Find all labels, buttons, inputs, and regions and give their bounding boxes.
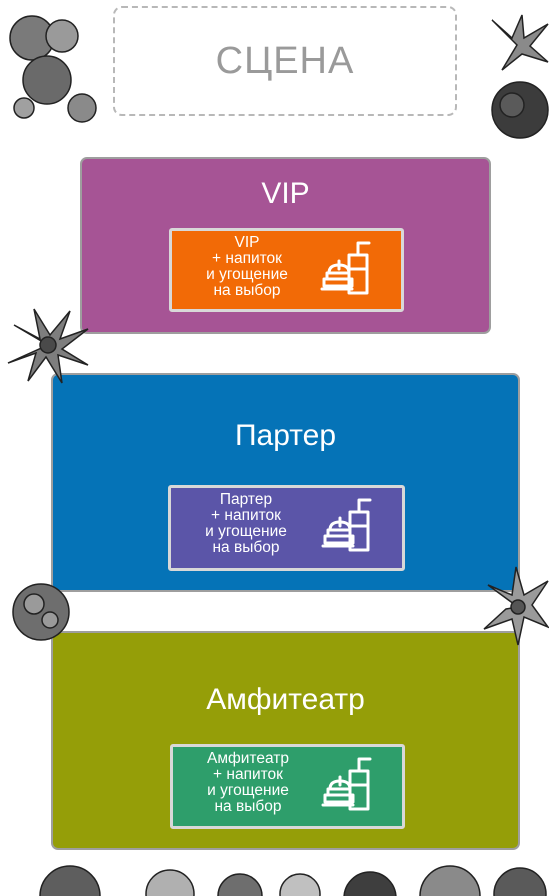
ticket-vip-text: VIP + напиток и угощение на выбор: [172, 235, 322, 299]
ticket-amphitheatre-text: Амфитеатр + напиток и угощение на выбор: [173, 751, 323, 815]
ticket-amphitheatre-line3: и угощение: [207, 782, 289, 799]
ticket-amphitheatre-line1: Амфитеатр: [207, 750, 289, 767]
ticket-amphitheatre[interactable]: Амфитеатр + напиток и угощение на выбор: [170, 744, 405, 829]
plant-icon: [483, 566, 549, 646]
zone-parter[interactable]: Партер Партер + напиток и угощение на вы…: [51, 373, 520, 592]
zone-amphitheatre[interactable]: Амфитеатр Амфитеатр + напиток и угощение…: [51, 631, 520, 850]
drink-and-food-icon: [321, 498, 372, 552]
ticket-amphitheatre-line2: + напиток: [213, 766, 283, 783]
ticket-parter-line1: Партер: [219, 491, 273, 508]
plant-icon: [491, 14, 549, 139]
plant-icon: [9, 15, 97, 123]
ticket-parter-line2: + напиток: [211, 507, 281, 524]
plant-icon: [12, 583, 70, 641]
stage-area: СЦЕНА: [113, 6, 457, 116]
zone-parter-title: Партер: [234, 419, 337, 452]
ticket-parter-line3: и угощение: [205, 523, 287, 540]
drink-and-food-icon: [321, 757, 372, 811]
tree-icon: [39, 865, 547, 896]
ticket-vip-line2: + напиток: [212, 250, 282, 267]
zone-amphitheatre-title: Амфитеатр: [206, 683, 365, 716]
ticket-vip-line4: на выбор: [213, 282, 281, 299]
ticket-amphitheatre-line4: на выбор: [214, 798, 282, 815]
ticket-vip-line3: и угощение: [206, 266, 288, 283]
stage-label: СЦЕНА: [215, 39, 355, 82]
zone-vip[interactable]: VIP VIP + напиток и угощение на выбор: [80, 157, 491, 334]
plant-icon: [7, 308, 89, 384]
zone-vip-title: VIP: [261, 177, 310, 210]
ticket-vip-line1: VIP: [234, 234, 260, 251]
ticket-parter-text: Партер + напиток и угощение на выбор: [171, 492, 321, 556]
drink-and-food-icon: [320, 241, 371, 295]
ticket-vip[interactable]: VIP + напиток и угощение на выбор: [169, 228, 404, 312]
ticket-parter[interactable]: Партер + напиток и угощение на выбор: [168, 485, 405, 571]
ticket-parter-line4: на выбор: [212, 539, 280, 556]
